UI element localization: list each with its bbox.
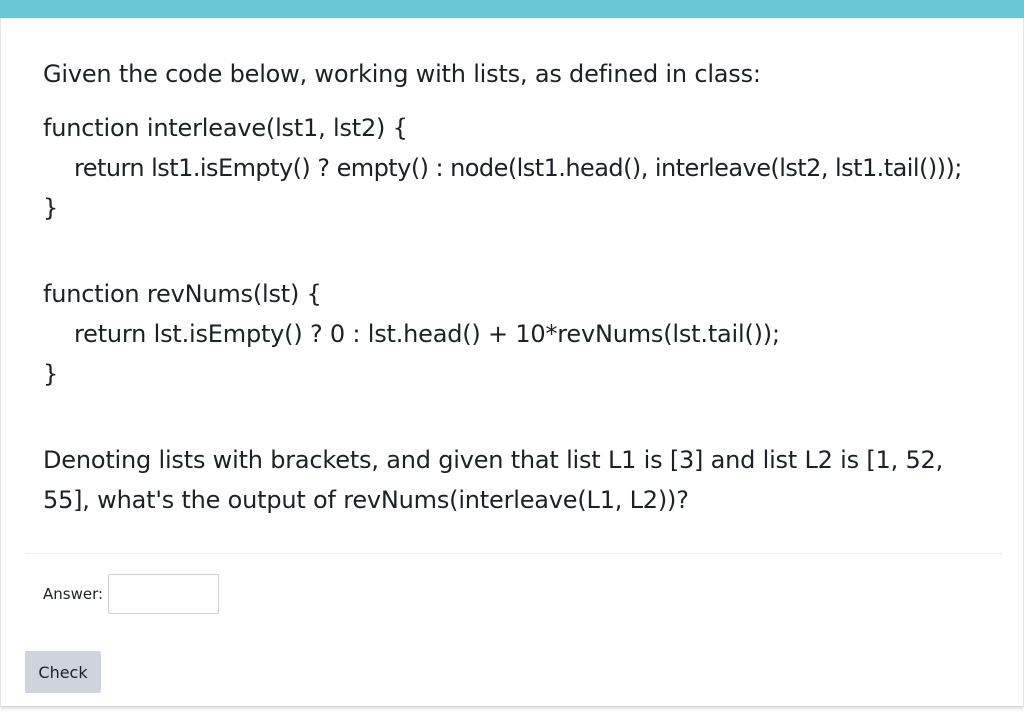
code-interleave-line-2: return lst1.isEmpty() ? empty() : node(l… [74,154,962,182]
question-text: Given the code below, working with lists… [43,54,993,520]
question-card: Given the code below, working with lists… [0,18,1024,707]
answer-row: Answer: [43,573,220,615]
code-revnums-line-2: return lst.isEmpty() ? 0 : lst.head() + … [74,320,780,348]
code-revnums-line-1: function revNums(lst) { [43,280,322,308]
code-interleave-line-1: function interleave(lst1, lst2) { [43,114,408,142]
top-accent-bar [0,0,1024,18]
question-intro: Given the code below, working with lists… [43,60,761,88]
code-revnums-line-3: } [43,360,59,388]
answer-input[interactable] [108,574,220,614]
answer-label: Answer: [43,585,104,603]
question-prompt: Denoting lists with brackets, and given … [43,446,944,514]
divider [25,553,1003,554]
code-interleave-line-3: } [43,194,59,222]
check-button[interactable]: Check [25,651,101,693]
